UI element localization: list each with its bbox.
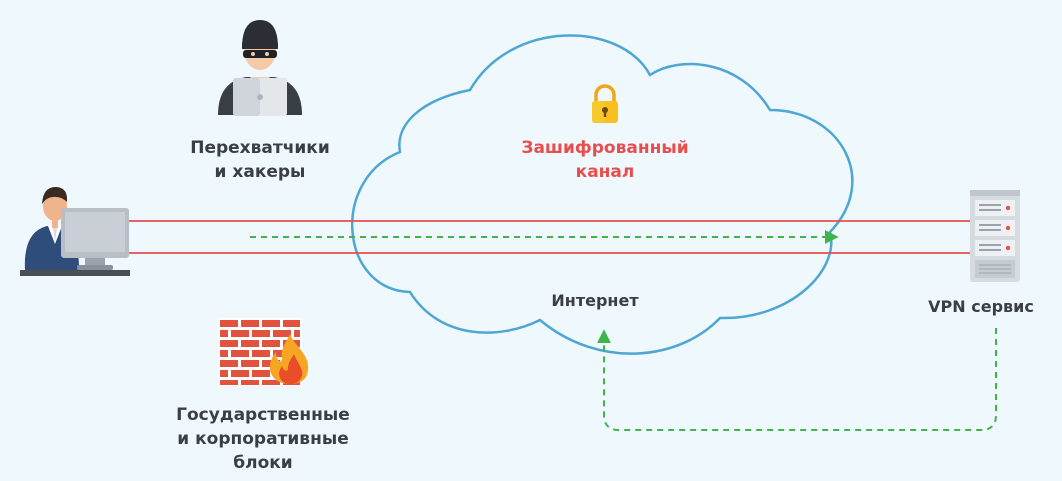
server-icon [970, 190, 1020, 282]
vpn-service-label-text: VPN сервис [928, 297, 1034, 316]
internet-label-text: Интернет [551, 291, 639, 310]
lock-icon [592, 84, 618, 123]
encrypted-channel-label: Зашифрованный канал [480, 136, 730, 184]
internet-label: Интернет [520, 289, 670, 313]
blocks-label-line-1: Государственные [176, 405, 350, 425]
blocks-label-line-2: и корпоративные [177, 429, 349, 449]
hacker-icon [218, 20, 302, 116]
encrypted-channel-line-1: Зашифрованный [521, 138, 689, 158]
encrypted-channel-line-2: канал [575, 162, 635, 182]
hackers-label-line-1: Перехватчики [190, 138, 330, 158]
user-at-computer-icon [20, 186, 130, 276]
blocks-label: Государственные и корпоративные блоки [148, 403, 378, 475]
hackers-label-line-2: и хакеры [214, 162, 306, 182]
blocks-label-line-3: блоки [233, 453, 293, 473]
flow-arrow-to-internet [597, 328, 997, 431]
firewall-icon [218, 318, 309, 386]
vpn-service-label: VPN сервис [900, 295, 1062, 319]
hackers-label: Перехватчики и хакеры [160, 136, 360, 184]
